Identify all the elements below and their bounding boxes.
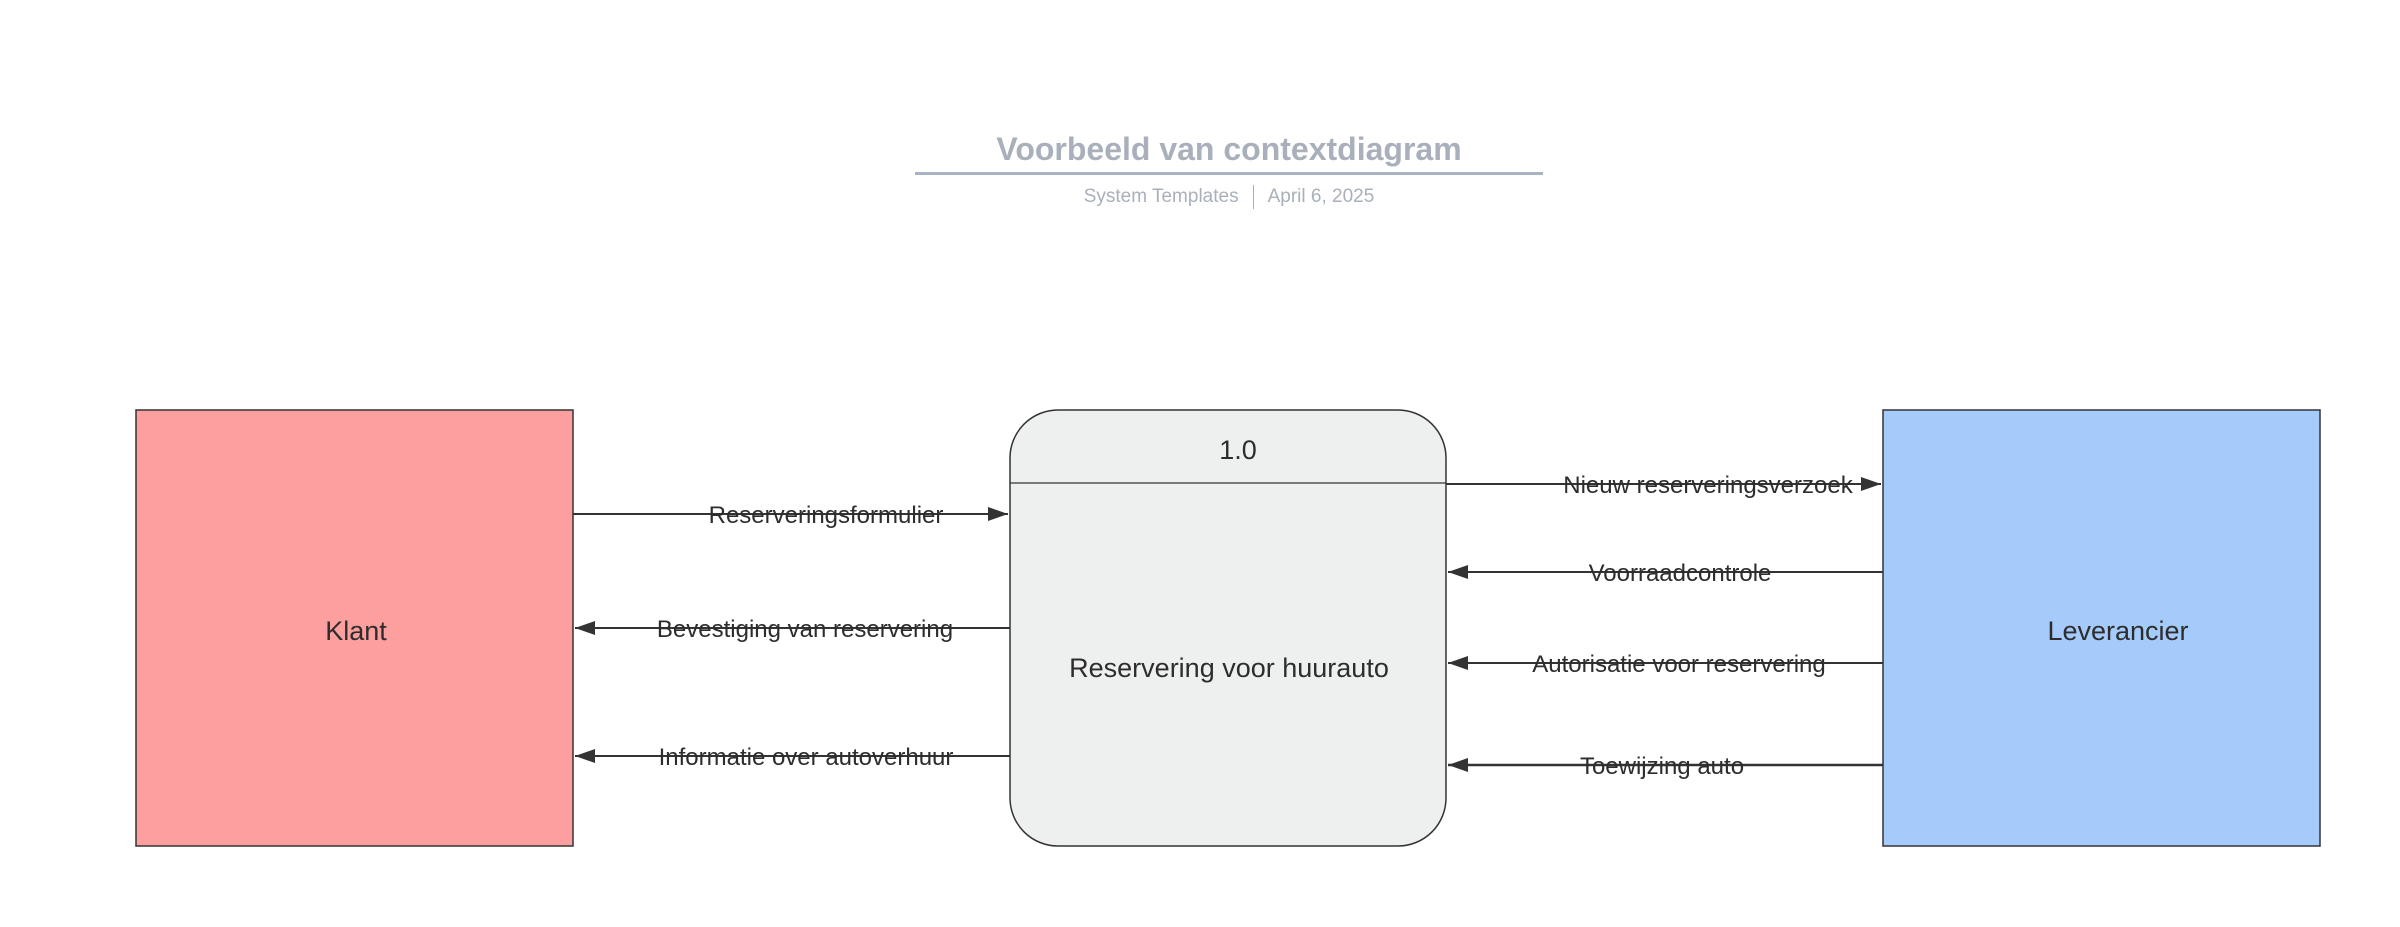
flow-label: Reserveringsformulier (709, 502, 944, 529)
diagram-subtitle: System Templates April 6, 2025 (915, 185, 1543, 209)
klant-label: Klant (325, 616, 387, 646)
process-node[interactable]: 1.0 Reservering voor huurauto (1009, 409, 1447, 847)
flow-label: Toewijzing auto (1580, 753, 1744, 780)
flow-toewijzing[interactable]: Toewijzing auto (1448, 753, 1883, 780)
process-name: Reservering voor huurauto (1069, 653, 1389, 683)
flow-voorraadcontrole[interactable]: Voorraadcontrole (1448, 560, 1883, 587)
flow-label: Voorraadcontrole (1589, 560, 1772, 587)
flow-label: Informatie over autoverhuur (659, 744, 954, 771)
flow-bevestiging[interactable]: Bevestiging van reservering (575, 616, 1010, 643)
flow-autorisatie[interactable]: Autorisatie voor reservering (1448, 651, 1883, 678)
title-underline (915, 172, 1543, 175)
author-label: System Templates (1083, 186, 1239, 207)
process-id: 1.0 (1219, 435, 1257, 465)
leverancier-entity[interactable]: Leverancier (1882, 409, 2321, 847)
flow-nieuw-verzoek[interactable]: Nieuw reserveringsverzoek (1446, 472, 1881, 499)
leverancier-label: Leverancier (2047, 616, 2188, 646)
flow-label: Nieuw reserveringsverzoek (1563, 472, 1853, 499)
flow-informatie[interactable]: Informatie over autoverhuur (575, 744, 1010, 771)
flow-label: Bevestiging van reservering (657, 616, 953, 643)
klant-box (135, 409, 574, 847)
leverancier-box (1882, 409, 2321, 847)
klant-entity[interactable]: Klant (135, 409, 574, 847)
subtitle-divider (1252, 185, 1254, 209)
flow-label: Autorisatie voor reservering (1532, 651, 1825, 678)
diagram-title: Voorbeeld van contextdiagram (996, 131, 1462, 167)
flow-reserveringsformulier[interactable]: Reserveringsformulier (573, 502, 1008, 529)
date-label: April 6, 2025 (1267, 186, 1375, 207)
process-box (1009, 409, 1447, 847)
diagram-header: Voorbeeld van contextdiagram System Temp… (915, 126, 1543, 209)
